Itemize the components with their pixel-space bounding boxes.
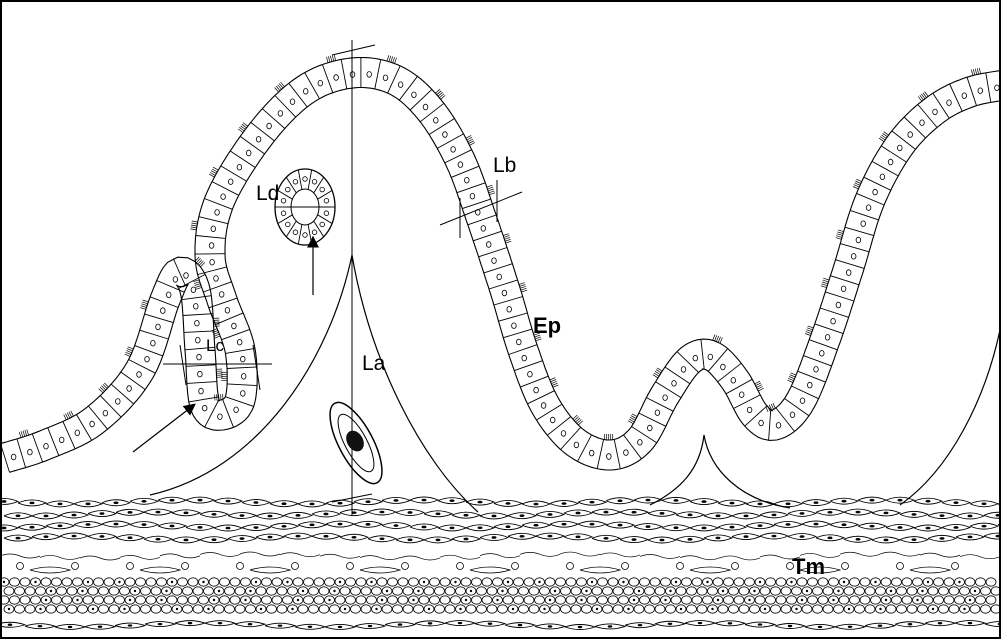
label-ep: Ep	[533, 313, 561, 338]
label-lc: Lc	[206, 336, 224, 355]
top-tick	[332, 45, 375, 55]
epithelium-layer	[1, 55, 1001, 473]
epithelium-band	[1, 55, 1001, 473]
measurement-lines	[163, 40, 522, 515]
lamina-propria-outline	[150, 255, 1000, 512]
tunica-muscularis	[0, 497, 1001, 629]
vessel-cell	[320, 395, 392, 490]
label-tm: Tm	[792, 554, 825, 579]
label-ld: Ld	[256, 182, 279, 205]
label-lb: Lb	[493, 154, 516, 177]
nucleus	[343, 427, 368, 454]
arrow-to-crypt	[133, 405, 194, 452]
label-la: La	[362, 352, 386, 375]
